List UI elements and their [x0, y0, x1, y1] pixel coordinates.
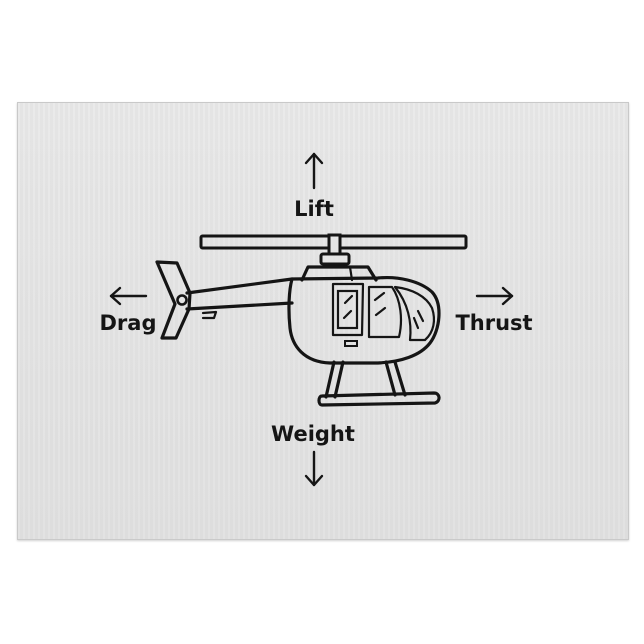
arrow-left-icon — [109, 286, 148, 306]
drag-label: Drag — [100, 311, 157, 335]
arrow-up-icon — [304, 152, 324, 190]
arrow-right-icon — [475, 286, 514, 306]
thrust-label: Thrust — [455, 311, 532, 335]
lift-label: Lift — [294, 197, 334, 221]
helicopter-icon — [155, 233, 468, 407]
weight-label: Weight — [271, 422, 355, 446]
cutting-board — [17, 102, 629, 540]
arrow-down-icon — [304, 450, 324, 487]
